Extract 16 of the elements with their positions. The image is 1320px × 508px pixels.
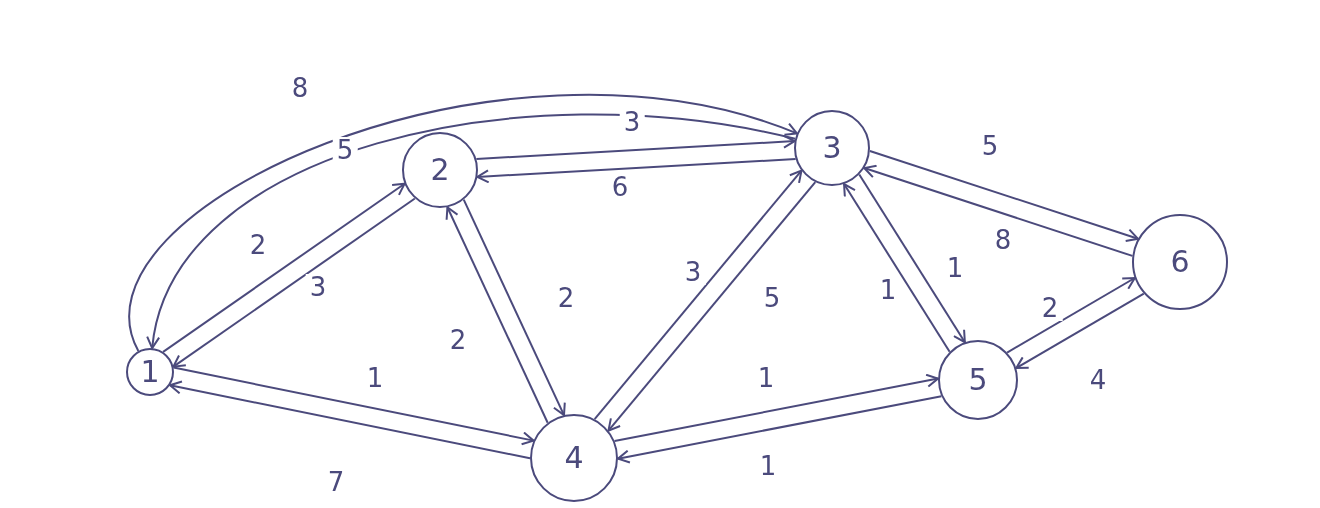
arrow [169,380,531,460]
arrow [617,395,943,464]
node-number: 1 [140,357,160,387]
node-number: 5 [968,365,988,395]
arrow [1015,292,1145,370]
node-number: 6 [1170,247,1190,277]
arrow [593,169,803,421]
arrow [445,206,549,424]
edge-label: 5 [332,137,358,163]
node-number: 3 [822,133,842,163]
arrow [613,373,940,442]
arrow [863,164,1134,257]
arrow [462,198,566,417]
node-number: 2 [430,155,450,185]
node-number: 4 [564,443,584,473]
arrow [607,181,817,432]
